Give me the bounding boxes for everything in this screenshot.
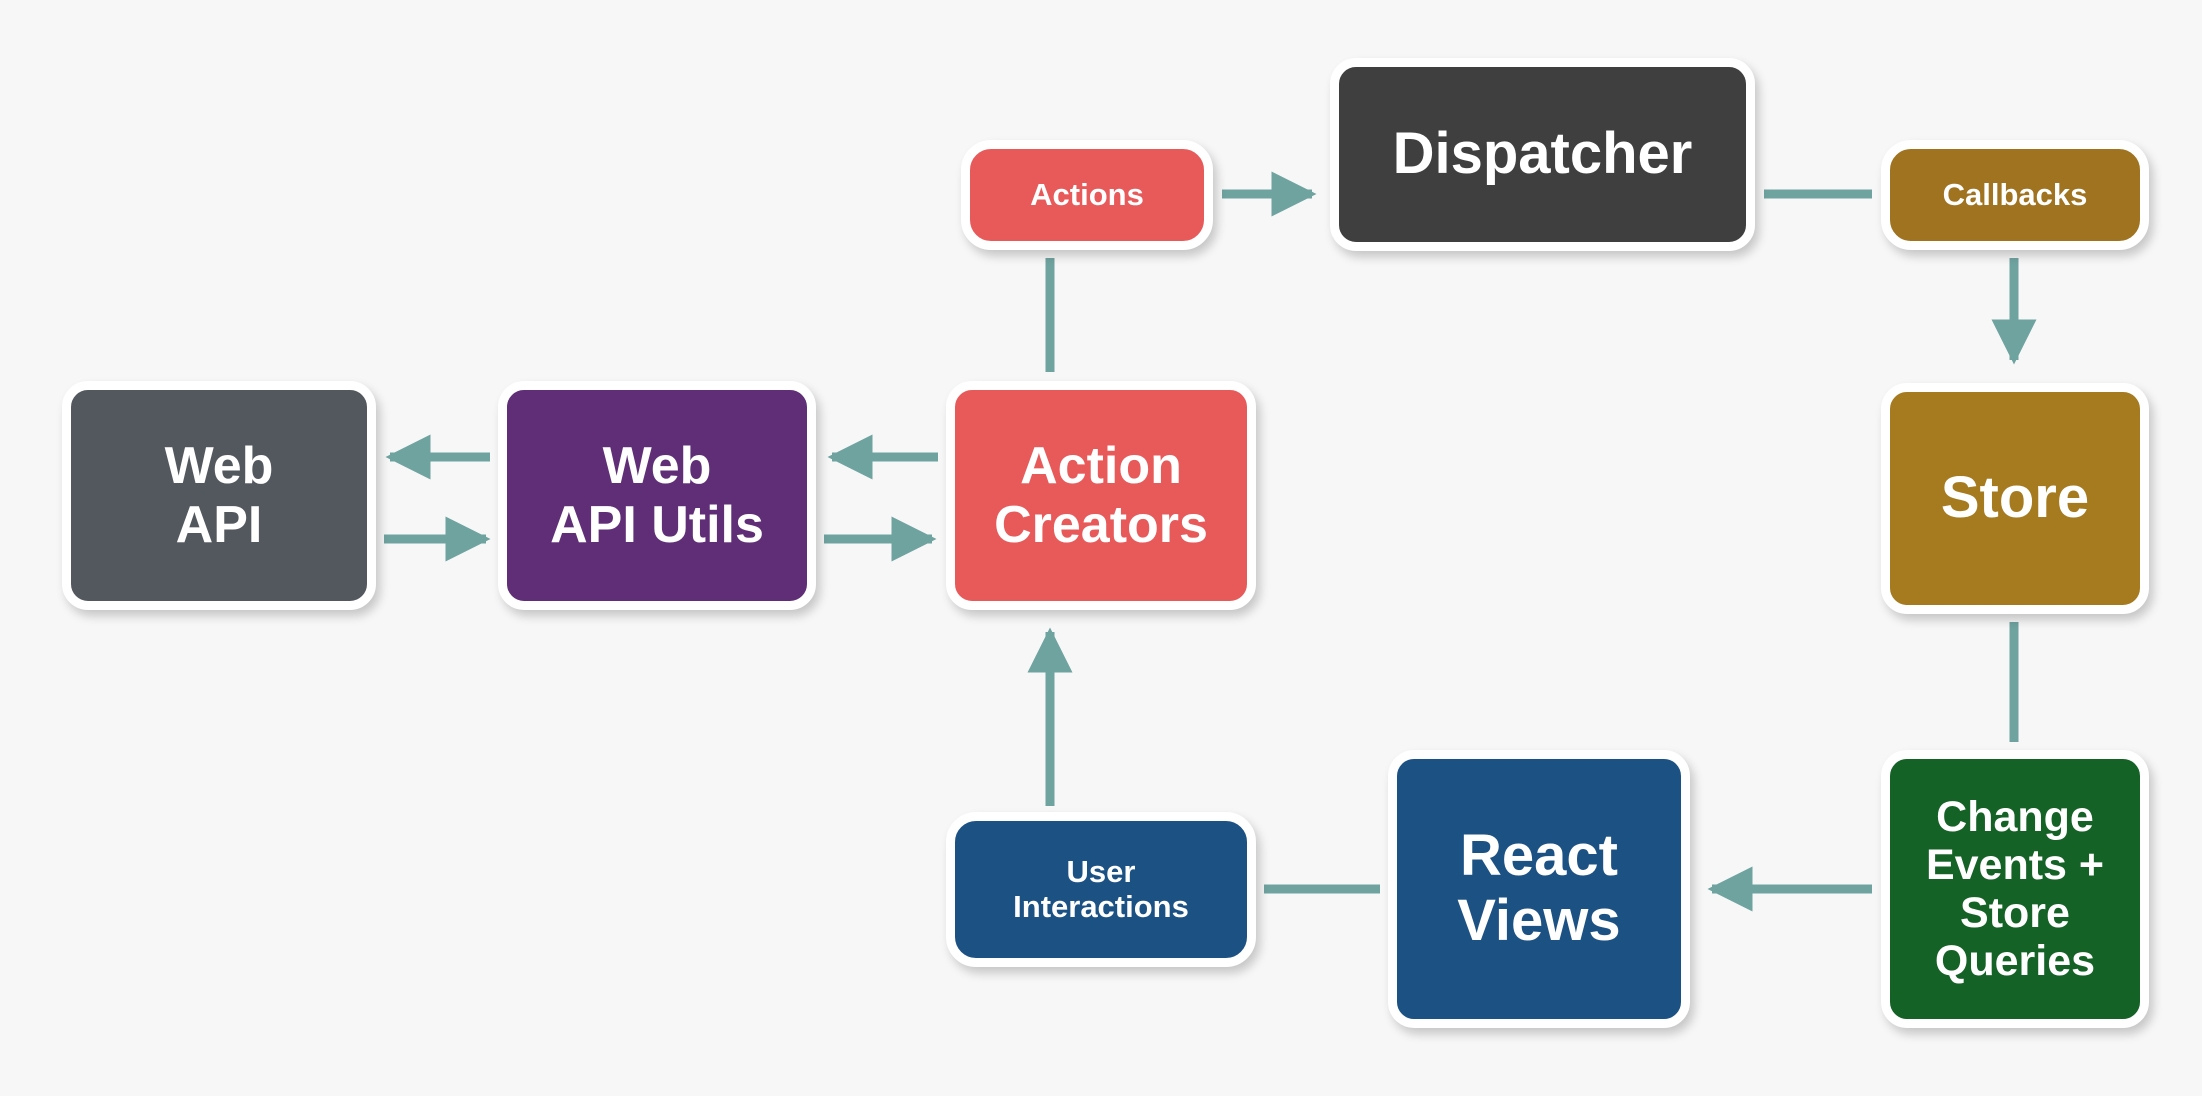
node-callbacks-label: Callbacks	[1942, 176, 2088, 212]
node-user-interactions[interactable]: User Interactions	[946, 812, 1256, 967]
node-change-events-store-queries-label: Change Events + Store Queries	[1925, 792, 2105, 986]
node-dispatcher[interactable]: Dispatcher	[1330, 58, 1755, 251]
node-actions[interactable]: Actions	[961, 140, 1213, 250]
node-store[interactable]: Store	[1881, 383, 2149, 614]
node-actions-label: Actions	[1030, 176, 1144, 212]
node-dispatcher-label: Dispatcher	[1392, 121, 1693, 187]
node-action-creators[interactable]: Action Creators	[946, 381, 1256, 610]
node-web-api-label: Web API	[164, 437, 274, 554]
node-action-creators-label: Action Creators	[994, 437, 1208, 554]
node-react-views[interactable]: React Views	[1388, 750, 1690, 1028]
node-store-label: Store	[1940, 465, 2090, 531]
node-react-views-label: React Views	[1457, 823, 1621, 953]
node-change-events-store-queries[interactable]: Change Events + Store Queries	[1881, 750, 2149, 1028]
node-web-api[interactable]: Web API	[62, 381, 376, 610]
node-callbacks[interactable]: Callbacks	[1881, 140, 2149, 250]
node-web-api-utils[interactable]: Web API Utils	[498, 381, 816, 610]
node-web-api-utils-label: Web API Utils	[550, 437, 764, 554]
node-user-interactions-label: User Interactions	[1013, 853, 1189, 924]
